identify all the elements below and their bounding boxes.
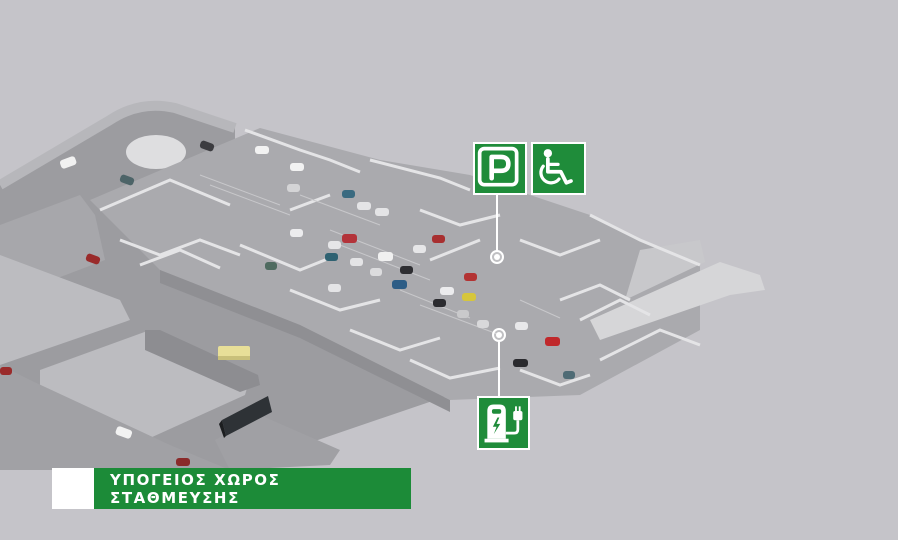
wheelchair-icon <box>539 149 573 185</box>
caption-title: ΥΠΟΓΕΙΟΣ ΧΩΡΟΣ ΣΤΑΘΜΕΥΣΗΣ <box>94 468 411 509</box>
connector-line-bottom <box>498 342 500 397</box>
ev-charging-sign <box>477 396 530 450</box>
interior-walls <box>99 128 701 387</box>
connector-line-top <box>496 195 498 251</box>
location-marker-bottom[interactable] <box>492 328 506 342</box>
caption-white-block <box>52 468 94 509</box>
caption-banner: ΥΠΟΓΕΙΟΣ ΧΩΡΟΣ ΣΤΑΘΜΕΥΣΗΣ <box>52 468 411 509</box>
bus <box>219 396 272 438</box>
location-marker-top[interactable] <box>490 250 504 264</box>
ev-charger-plug-icon <box>484 404 523 443</box>
parking-sign <box>473 142 527 195</box>
parking-p-icon <box>477 146 519 187</box>
vehicles <box>0 140 575 466</box>
disabled-parking-sign <box>531 142 586 195</box>
garage-floor <box>90 128 765 412</box>
ambulance <box>218 346 250 360</box>
